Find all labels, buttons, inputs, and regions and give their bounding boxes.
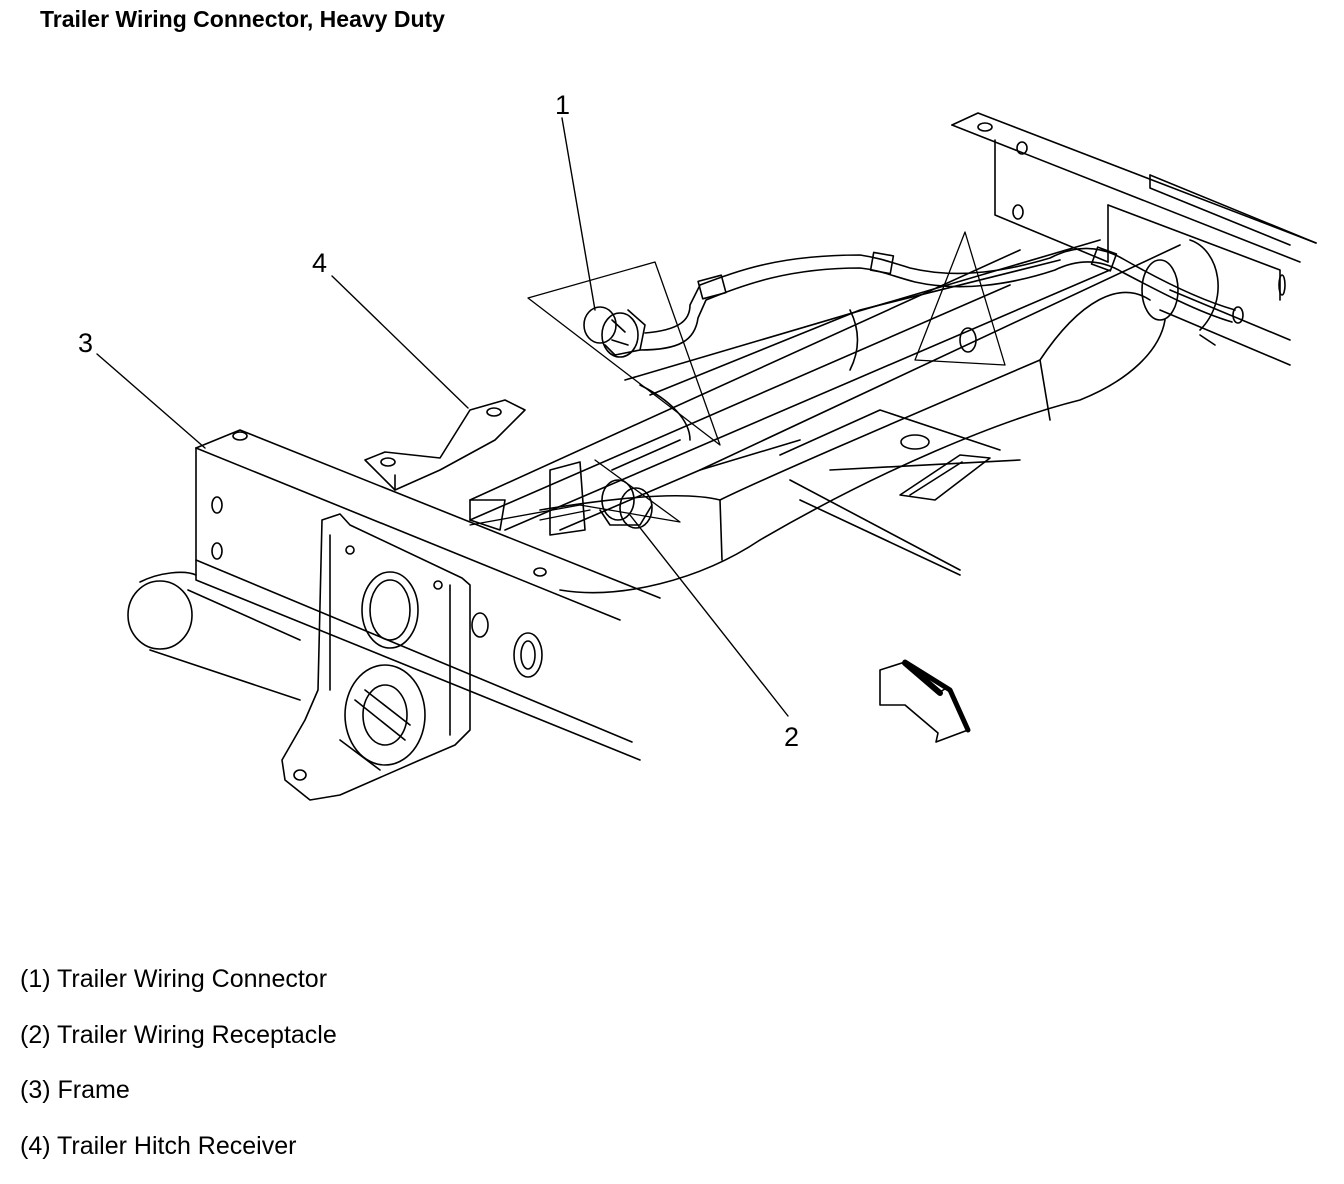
exhaust-pipe xyxy=(540,240,1218,593)
diagram-title: Trailer Wiring Connector, Heavy Duty xyxy=(40,6,445,33)
callout-2: 2 xyxy=(784,722,799,752)
leader-line-2 xyxy=(630,515,788,716)
leader-line-3 xyxy=(97,354,205,448)
callout-3: 3 xyxy=(78,328,93,358)
legend-item-trailer-wiring-connector: (1) Trailer Wiring Connector xyxy=(20,962,337,1018)
trailer-wiring-receptacle xyxy=(600,480,652,528)
trailer-hitch-receiver xyxy=(282,400,585,800)
legend-item-trailer-wiring-receptacle: (2) Trailer Wiring Receptacle xyxy=(20,1018,337,1074)
callout-1: 1 xyxy=(555,90,570,120)
legend: (1) Trailer Wiring Connector (2) Trailer… xyxy=(20,962,337,1184)
front-direction-arrow xyxy=(880,662,968,742)
right-frame-rail xyxy=(952,113,1316,365)
leader-line-1 xyxy=(562,118,595,310)
callout-4: 4 xyxy=(312,248,327,278)
legend-item-frame: (3) Frame xyxy=(20,1073,337,1129)
frame-illustration: 1 4 3 2 xyxy=(0,40,1344,920)
trailer-wiring-connector xyxy=(584,307,645,357)
leader-line-4 xyxy=(332,276,468,408)
frame xyxy=(128,240,1180,760)
